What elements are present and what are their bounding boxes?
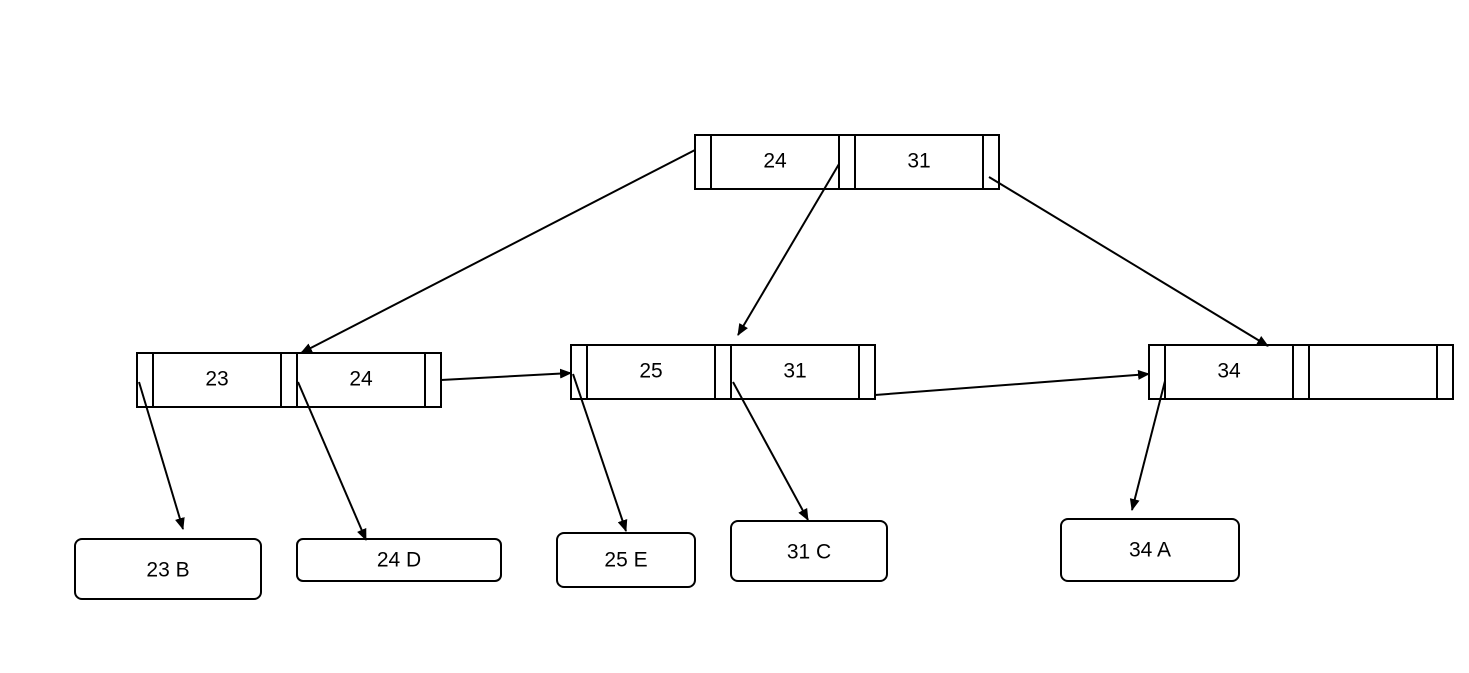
record-23b-label: 23 B xyxy=(146,559,189,582)
record-23b: 23 B xyxy=(74,538,262,600)
record-24d: 24 D xyxy=(296,538,502,582)
internal-node-2-key-1: 25 xyxy=(639,360,662,383)
root-key-1: 24 xyxy=(763,150,787,173)
arrow-root-to-node-2 xyxy=(737,163,840,336)
arrow-root-to-node-1 xyxy=(300,149,696,354)
arrow-to-record-31c xyxy=(732,381,809,521)
arrow-to-record-24d xyxy=(297,381,367,541)
root-key-2: 31 xyxy=(907,150,930,173)
record-34a-label: 34 A xyxy=(1129,539,1171,562)
record-31c: 31 C xyxy=(730,520,888,582)
arrow-to-record-34a xyxy=(1129,380,1166,511)
arrow-root-to-node-3 xyxy=(988,176,1269,347)
internal-node-1-key-1: 23 xyxy=(205,368,228,391)
internal-node-2-key-2: 31 xyxy=(783,360,806,383)
internal-node-3: 34 xyxy=(1148,344,1454,400)
record-34a: 34 A xyxy=(1060,518,1240,582)
internal-node-2: 25 31 xyxy=(570,344,876,400)
internal-node-3-key-1: 34 xyxy=(1217,360,1241,383)
record-25e: 25 E xyxy=(556,532,696,588)
record-24d-label: 24 D xyxy=(377,549,421,572)
record-25e-label: 25 E xyxy=(604,549,647,572)
internal-node-1-key-2: 24 xyxy=(349,368,373,391)
arrow-to-record-25e xyxy=(572,373,628,532)
arrow-node-2-to-node-3 xyxy=(874,369,1150,396)
record-31c-label: 31 C xyxy=(787,541,831,564)
internal-node-1: 23 24 xyxy=(136,352,442,408)
arrow-node-1-to-node-2 xyxy=(440,368,572,381)
arrow-to-record-23b xyxy=(138,381,185,530)
root-node: 24 31 xyxy=(694,134,1000,190)
